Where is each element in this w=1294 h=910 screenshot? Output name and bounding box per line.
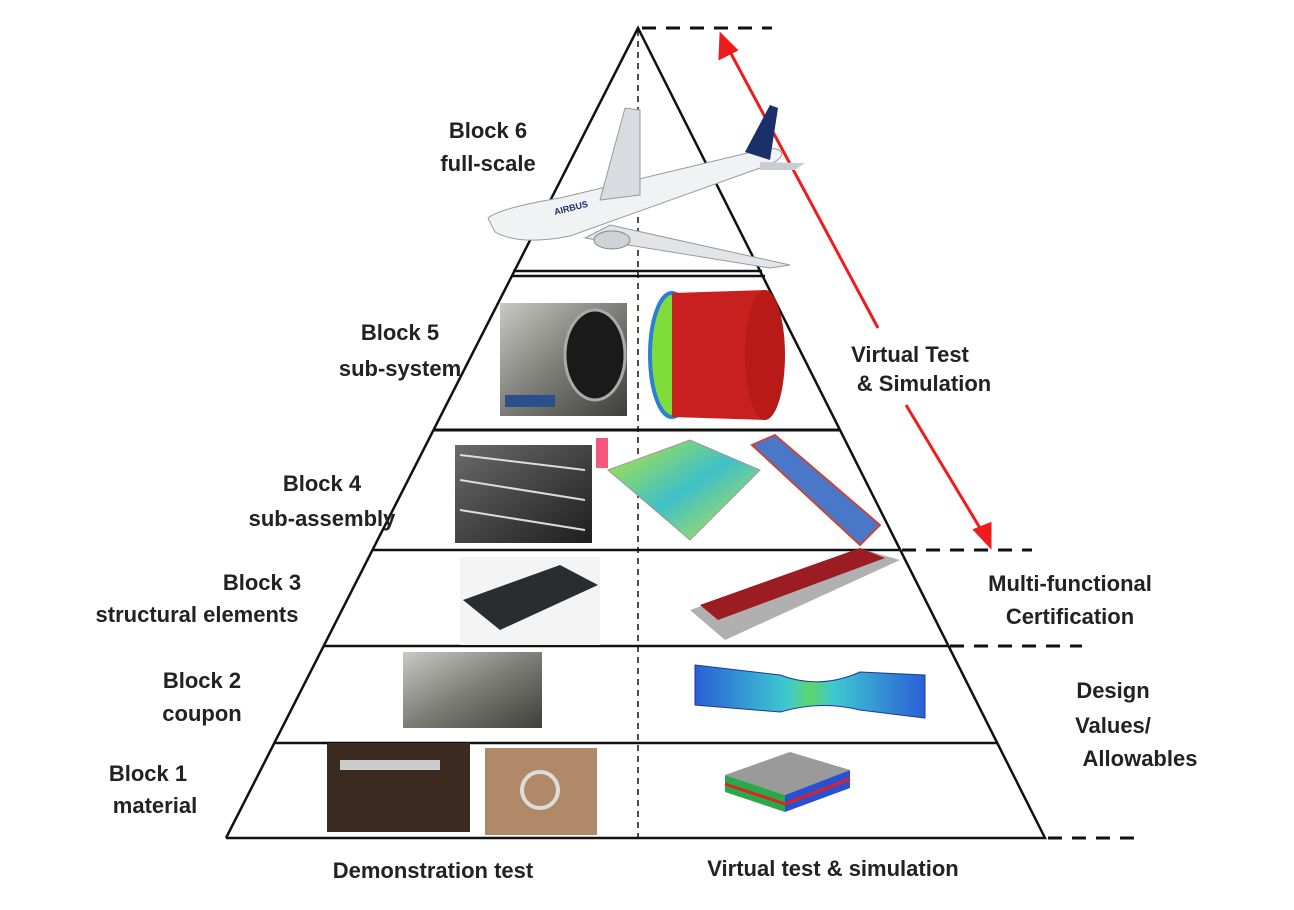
block5-subtitle: sub-system	[339, 356, 461, 381]
design-values-line2: Values/	[1075, 713, 1151, 738]
arrow-down-head	[972, 521, 992, 550]
block6-subtitle: full-scale	[440, 151, 535, 176]
block2-subtitle: coupon	[162, 701, 241, 726]
block1-title: Block 1	[109, 761, 187, 786]
design-values-line1: Design	[1076, 678, 1149, 703]
arrow-up-head	[718, 31, 739, 61]
level-labels: Block 6 full-scale Block 5 sub-system Bl…	[96, 118, 536, 818]
block4-subtitle: sub-assembly	[249, 506, 396, 531]
block1-subtitle: material	[113, 793, 197, 818]
block6-title: Block 6	[449, 118, 527, 143]
demonstration-test-label: Demonstration test	[333, 858, 534, 883]
block5-title: Block 5	[361, 320, 439, 345]
fem-cylinder-model	[648, 290, 785, 420]
virtual-test-line2: & Simulation	[857, 371, 991, 396]
fem-laminate-cube	[724, 752, 851, 812]
bottom-labels: Demonstration test Virtual test & simula…	[333, 856, 959, 883]
block3-title: Block 3	[223, 570, 301, 595]
fem-stringer-model	[690, 548, 900, 640]
certification-line2: Certification	[1006, 604, 1134, 629]
material-test-photo-2	[485, 748, 597, 835]
block4-title: Block 4	[283, 471, 362, 496]
right-labels: Virtual Test & Simulation Multi-function…	[851, 342, 1197, 771]
fem-panel-model	[607, 439, 761, 541]
block2-title: Block 2	[163, 668, 241, 693]
fem-tube-model	[750, 433, 882, 547]
design-values-line3: Allowables	[1083, 746, 1198, 771]
dashed-boundaries	[642, 26, 1142, 840]
virtual-test-line1: Virtual Test	[851, 342, 969, 367]
material-test-photo-1	[327, 743, 470, 832]
fem-dogbone-model	[694, 664, 926, 719]
virtual-test-simulation-label: Virtual test & simulation	[707, 856, 958, 881]
coupon-photo	[403, 652, 542, 728]
red-arrows	[718, 31, 992, 550]
certification-line1: Multi-functional	[988, 571, 1152, 596]
block3-subtitle: structural elements	[96, 602, 299, 627]
airplane-image: AIRBUS	[487, 105, 805, 269]
